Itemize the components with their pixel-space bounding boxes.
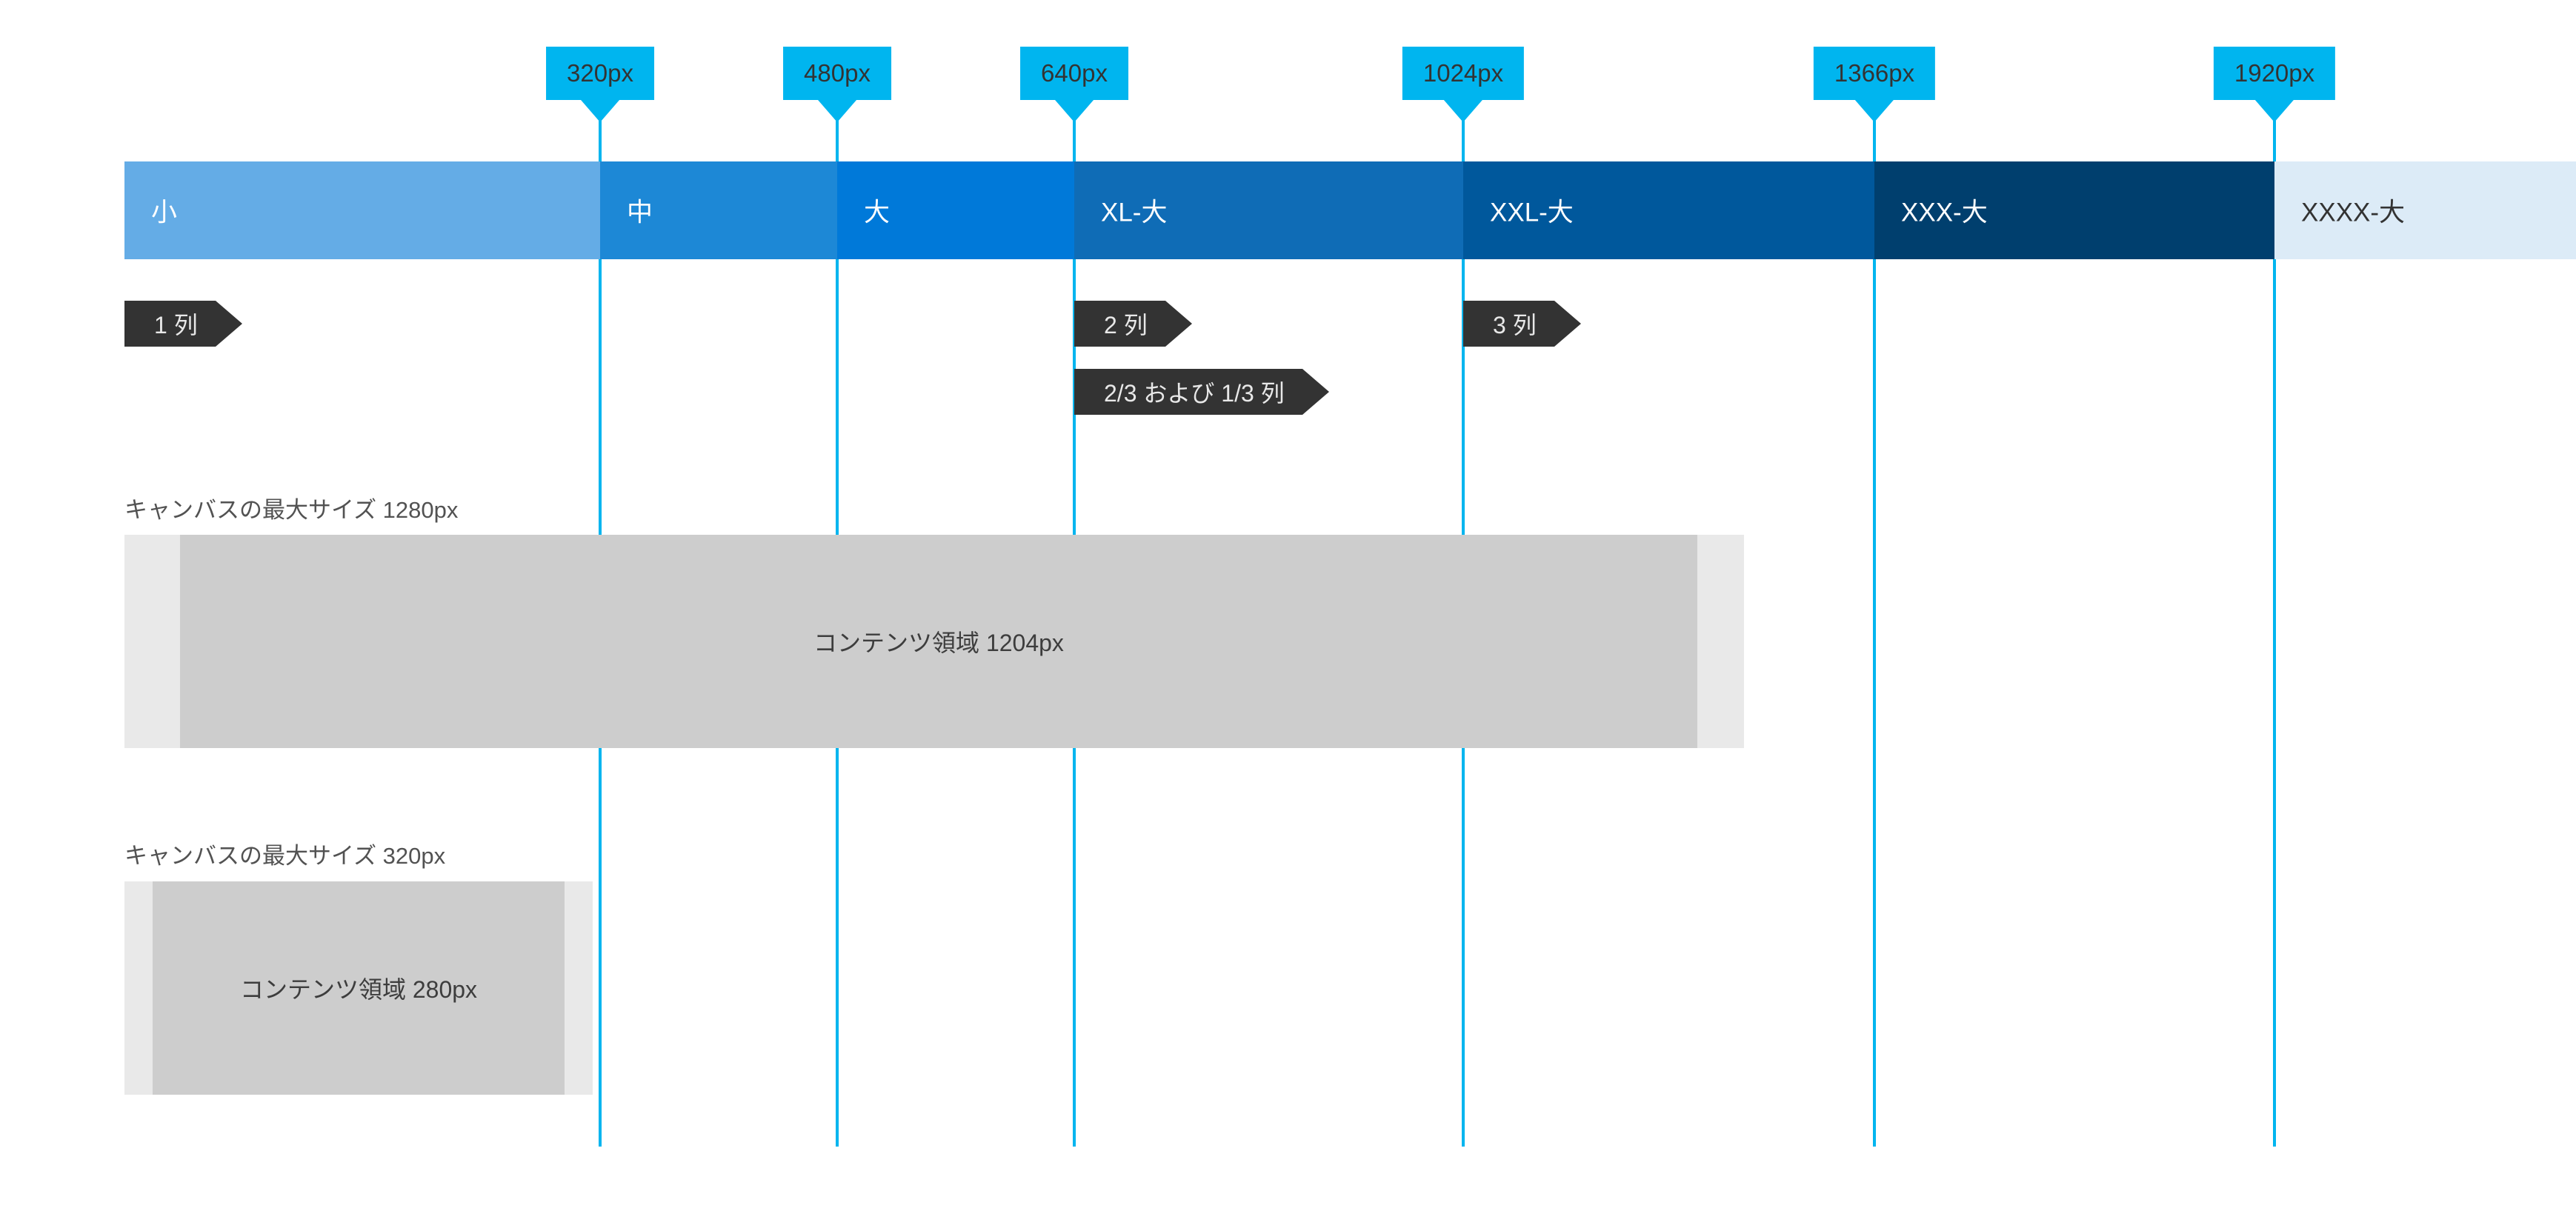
canvas-caption: キャンバスの最大サイズ 1280px xyxy=(124,497,459,523)
column-tag[interactable]: 1 列 xyxy=(124,301,242,347)
column-tag-label: 2/3 および 1/3 列 xyxy=(1104,380,1285,407)
breakpoint-label: 480px xyxy=(783,47,891,100)
arrow-point-icon xyxy=(1554,301,1581,347)
content-area-label: コンテンツ領域 1204px xyxy=(813,630,1064,656)
callout-tail-icon xyxy=(2254,100,2294,122)
arrow-point-icon xyxy=(1302,369,1329,415)
guide-line-1920px xyxy=(2273,47,2276,1147)
arrow-point-icon xyxy=(215,301,242,347)
breakpoint-marker-480px[interactable]: 480px xyxy=(783,47,891,122)
column-tag-label: 1 列 xyxy=(154,312,198,338)
breakpoint-marker-1920px[interactable]: 1920px xyxy=(2213,47,2336,122)
size-segment-label: 大 xyxy=(864,198,891,227)
arrow-point-icon xyxy=(1165,301,1192,347)
breakpoint-marker-1366px[interactable]: 1366px xyxy=(1813,47,1936,122)
canvas-caption: キャンバスの最大サイズ 320px xyxy=(124,843,446,869)
canvas-block: コンテンツ領域 1204px xyxy=(124,535,1744,748)
content-area-block: コンテンツ領域 280px xyxy=(153,881,565,1095)
size-segment-XXX-大[interactable]: XXX-大 xyxy=(1874,161,2274,259)
size-segment-XL-大[interactable]: XL-大 xyxy=(1074,161,1463,259)
content-area-block: コンテンツ領域 1204px xyxy=(180,535,1697,748)
breakpoint-label: 1366px xyxy=(1813,47,1936,100)
callout-tail-icon xyxy=(817,100,856,122)
size-segment-label: XXX-大 xyxy=(1901,198,1988,227)
size-segment-XXXX-大[interactable]: XXXX-大 xyxy=(2274,161,2576,259)
guide-line-1366px xyxy=(1873,47,1876,1147)
column-tag[interactable]: 2 列 xyxy=(1074,301,1192,347)
size-segment-小[interactable]: 小 xyxy=(124,161,600,259)
breakpoint-marker-640px[interactable]: 640px xyxy=(1020,47,1128,122)
callout-tail-icon xyxy=(1054,100,1094,122)
callout-tail-icon xyxy=(1443,100,1482,122)
column-tag[interactable]: 3 列 xyxy=(1463,301,1581,347)
callout-tail-icon xyxy=(580,100,619,122)
canvas-block: コンテンツ領域 280px xyxy=(124,881,593,1095)
size-segment-XXL-大[interactable]: XXL-大 xyxy=(1463,161,1874,259)
size-segment-中[interactable]: 中 xyxy=(600,161,837,259)
column-tag[interactable]: 2/3 および 1/3 列 xyxy=(1074,369,1329,415)
size-segment-大[interactable]: 大 xyxy=(837,161,1074,259)
breakpoint-label: 320px xyxy=(546,47,654,100)
column-tag-label: 3 列 xyxy=(1493,312,1537,338)
breakpoint-marker-320px[interactable]: 320px xyxy=(546,47,654,122)
breakpoint-label: 1920px xyxy=(2213,47,2336,100)
callout-tail-icon xyxy=(1854,100,1894,122)
breakpoint-label: 640px xyxy=(1020,47,1128,100)
size-segment-label: 小 xyxy=(151,198,178,227)
column-tag-label: 2 列 xyxy=(1104,312,1148,338)
size-segment-label: XXXX-大 xyxy=(2301,198,2406,227)
content-area-label: コンテンツ領域 280px xyxy=(239,976,478,1003)
breakpoint-label: 1024px xyxy=(1402,47,1525,100)
size-segment-label: XXL-大 xyxy=(1490,198,1574,227)
size-segment-label: XL-大 xyxy=(1101,198,1168,227)
breakpoint-marker-1024px[interactable]: 1024px xyxy=(1402,47,1525,122)
size-segment-label: 中 xyxy=(627,198,653,227)
breakpoint-size-bar: 小 中 大 XL-大 XXL-大 XXX-大 XXXX-大 xyxy=(124,161,2576,259)
